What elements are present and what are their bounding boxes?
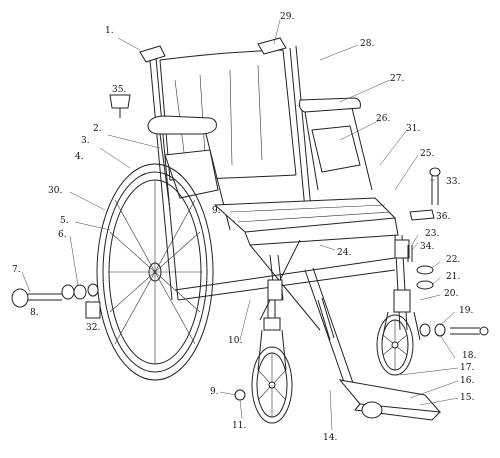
callout-24: 24. bbox=[337, 248, 352, 258]
callout-14: 14. bbox=[323, 433, 338, 443]
callout-16: 16. bbox=[460, 376, 475, 386]
callout-23: 23. bbox=[425, 229, 440, 239]
callout-26: 26. bbox=[376, 114, 391, 124]
callout-22: 22. bbox=[446, 255, 461, 265]
leader-lines bbox=[21, 19, 459, 431]
callout-31: 31. bbox=[406, 124, 421, 134]
callout-3: 3. bbox=[81, 136, 90, 146]
callout-29: 29. bbox=[280, 12, 295, 22]
callout-7: 7. bbox=[12, 265, 21, 275]
callout-18: 18. bbox=[462, 351, 477, 361]
caster-right bbox=[376, 289, 421, 376]
rear-wheel bbox=[96, 163, 214, 381]
callout-10: 10. bbox=[228, 336, 243, 346]
callout-32: 32. bbox=[86, 323, 101, 333]
callout-19: 19. bbox=[459, 306, 474, 316]
callout-6: 6. bbox=[58, 230, 67, 240]
callout-9b: 9. bbox=[210, 387, 219, 397]
exploded-parts bbox=[11, 94, 489, 401]
callout-28: 28. bbox=[360, 39, 375, 49]
callout-5: 5. bbox=[60, 216, 69, 226]
armrest-right bbox=[299, 97, 373, 191]
callout-35: 35. bbox=[112, 85, 127, 95]
side-frame bbox=[174, 234, 410, 331]
callout-4: 4. bbox=[75, 152, 84, 162]
callout-30: 30. bbox=[48, 186, 63, 196]
callout-11: 11. bbox=[232, 421, 247, 431]
armrest-left bbox=[147, 115, 231, 231]
callout-8: 8. bbox=[30, 308, 39, 318]
callout-36: 36. bbox=[436, 212, 451, 222]
callout-9a: 9. bbox=[212, 206, 221, 216]
seat bbox=[213, 197, 399, 246]
callout-17: 17. bbox=[460, 363, 475, 373]
callout-34: 34. bbox=[420, 242, 435, 252]
callout-25: 25. bbox=[420, 149, 435, 159]
callout-33: 33. bbox=[446, 177, 461, 187]
footrest bbox=[304, 267, 442, 421]
callout-27: 27. bbox=[390, 74, 405, 84]
caster-left bbox=[251, 300, 293, 424]
callout-2: 2. bbox=[93, 124, 102, 134]
callout-1: 1. bbox=[105, 26, 114, 36]
callout-21: 21. bbox=[446, 272, 461, 282]
callout-20: 20. bbox=[444, 289, 459, 299]
callout-15: 15. bbox=[460, 393, 475, 403]
